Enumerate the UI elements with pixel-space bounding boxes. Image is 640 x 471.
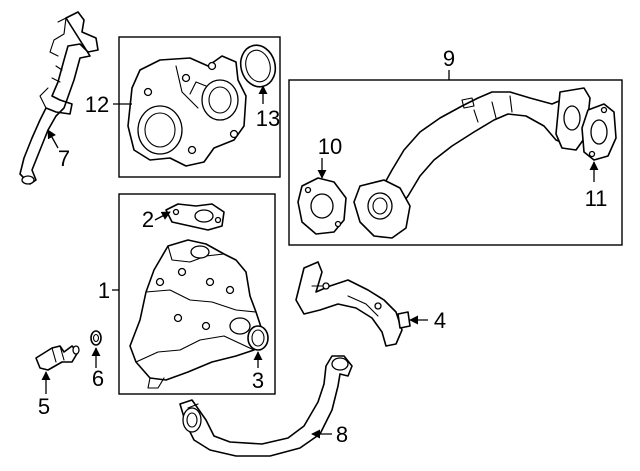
box-cooler-group xyxy=(118,193,276,395)
callout-1: 1 xyxy=(98,278,110,303)
box-egr-tube-group xyxy=(288,79,623,246)
gasket-part-10 xyxy=(297,177,347,235)
callout-4: 4 xyxy=(434,308,446,333)
o-ring-part-3 xyxy=(247,325,269,351)
callout-6: 6 xyxy=(92,366,104,391)
washer-part-6 xyxy=(90,330,102,346)
leader-lines xyxy=(41,70,599,439)
callout-13: 13 xyxy=(256,106,280,131)
gasket-part-11 xyxy=(581,103,617,161)
egr-tube-part-9 xyxy=(353,87,591,239)
gasket-part-13 xyxy=(239,44,277,88)
callout-2: 2 xyxy=(142,207,154,232)
callout-5: 5 xyxy=(38,394,50,419)
callout-7: 7 xyxy=(58,146,70,171)
sensor-part-5 xyxy=(35,345,80,371)
callout-10: 10 xyxy=(318,134,342,159)
callout-11: 11 xyxy=(585,186,608,211)
throttle-body-part-12 xyxy=(127,55,247,167)
bracket-part-4 xyxy=(295,261,411,347)
egr-pipe-part-7 xyxy=(19,11,99,185)
gasket-part-2 xyxy=(165,203,225,231)
hose-part-8 xyxy=(179,355,353,457)
callout-12: 12 xyxy=(85,92,109,117)
egr-cooler-part-1 xyxy=(129,239,263,389)
box-throttle-group xyxy=(118,36,281,178)
callout-8: 8 xyxy=(336,422,348,447)
callout-9: 9 xyxy=(443,46,455,71)
callout-3: 3 xyxy=(252,368,264,393)
